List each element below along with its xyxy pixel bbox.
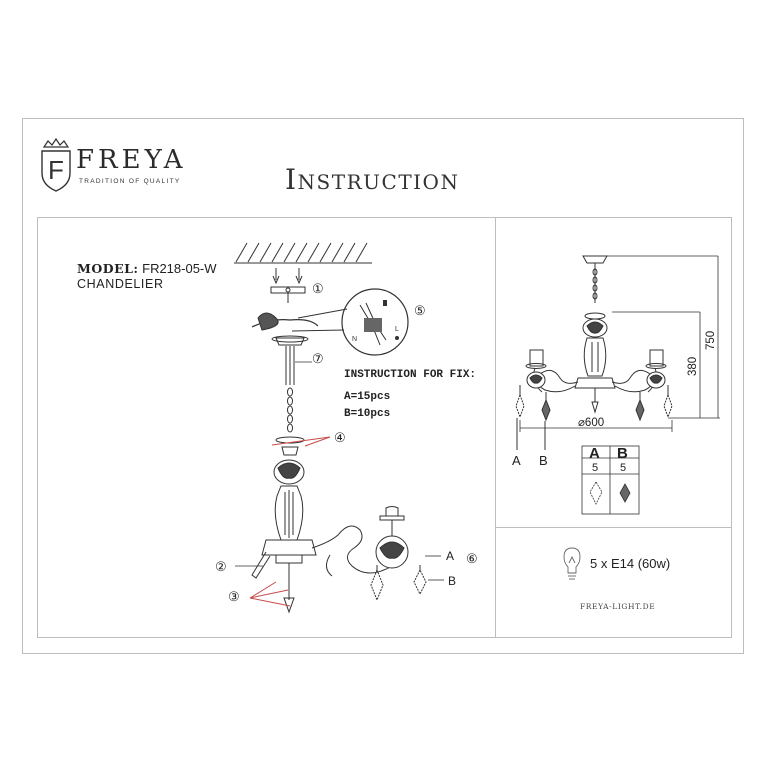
- callout-2: ②: [215, 559, 227, 574]
- callout-4: ④: [334, 430, 346, 445]
- fix-instruction-title: INSTRUCTION FOR FIX:: [344, 369, 477, 381]
- brand-name: FREYA: [76, 145, 187, 175]
- front-chain: [592, 268, 598, 300]
- side-label-a: A: [512, 453, 521, 468]
- bulb-spec: 5 x E14 (60w): [590, 556, 671, 571]
- table-count-b: 5: [620, 462, 626, 474]
- table-count-a: 5: [592, 462, 598, 474]
- table-header-a: A: [589, 445, 600, 462]
- model-line: MODEL: FR218-05-W: [77, 261, 217, 276]
- product-type: CHANDELIER: [77, 277, 164, 291]
- wiring-detail: N L: [291, 288, 409, 356]
- side-label-b: B: [539, 453, 548, 468]
- arm-label-a: A: [446, 549, 454, 563]
- arm-label-b: B: [448, 574, 456, 588]
- ceiling-hatch: [234, 242, 372, 264]
- freya-logo-icon: F: [41, 137, 71, 192]
- chain: [287, 387, 293, 433]
- bulb-icon: [563, 547, 581, 580]
- callout-6: ⑥: [466, 551, 478, 566]
- crystal-b-icon: [619, 483, 631, 503]
- parts-table: [581, 445, 640, 515]
- model-label: MODEL:: [77, 261, 139, 276]
- page-title: Instruction: [285, 163, 460, 196]
- dimension-height-body: 380: [687, 357, 699, 376]
- website: FREYA-LIGHT.DE: [580, 602, 656, 611]
- callout-1: ①: [312, 281, 324, 296]
- callout-3: ③: [228, 589, 240, 604]
- fix-count-a: A=15pcs: [344, 391, 391, 403]
- panel-divider: [496, 527, 732, 528]
- svg-text:F: F: [48, 155, 64, 185]
- dimension-height-total: 750: [705, 331, 717, 350]
- page-frame: [22, 118, 744, 654]
- callout-7: ⑦: [312, 351, 324, 366]
- brand-tagline: TRADITION OF QUALITY: [79, 178, 181, 185]
- wire-label-l: L: [395, 326, 399, 333]
- crystal-a-icon: [589, 481, 603, 505]
- fix-count-b: B=10pcs: [344, 408, 391, 420]
- wire-label-n: N: [352, 336, 357, 343]
- dimensions-panel: [496, 217, 732, 638]
- table-header-b: B: [617, 445, 628, 462]
- assembly-panel: [37, 217, 496, 638]
- model-code: FR218-05-W: [142, 261, 217, 276]
- callout-5: ⑤: [414, 303, 426, 318]
- dimension-diameter: ⌀600: [578, 417, 604, 429]
